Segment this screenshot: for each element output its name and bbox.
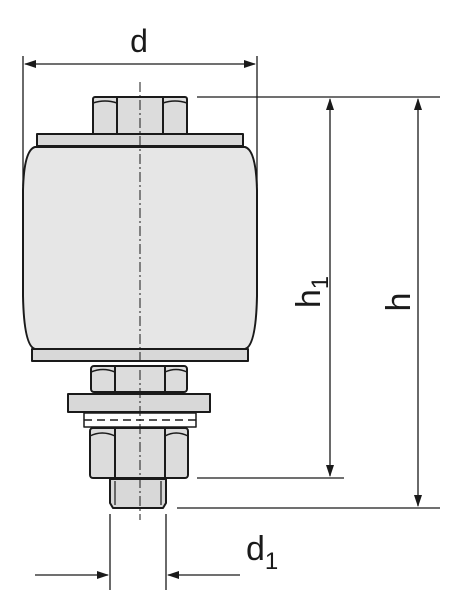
threaded-end <box>109 478 167 509</box>
label-d1: d1 <box>246 530 278 575</box>
washer <box>67 393 211 413</box>
dimension-d1 <box>35 514 240 590</box>
label-h: h <box>380 293 418 312</box>
label-d: d <box>130 23 148 59</box>
dimension-d <box>22 56 258 186</box>
upper-bolt-nut <box>90 365 188 393</box>
label-h1: h1 <box>290 276 334 308</box>
lower-hex-nut <box>89 427 189 479</box>
height-extension-lines <box>177 96 440 509</box>
